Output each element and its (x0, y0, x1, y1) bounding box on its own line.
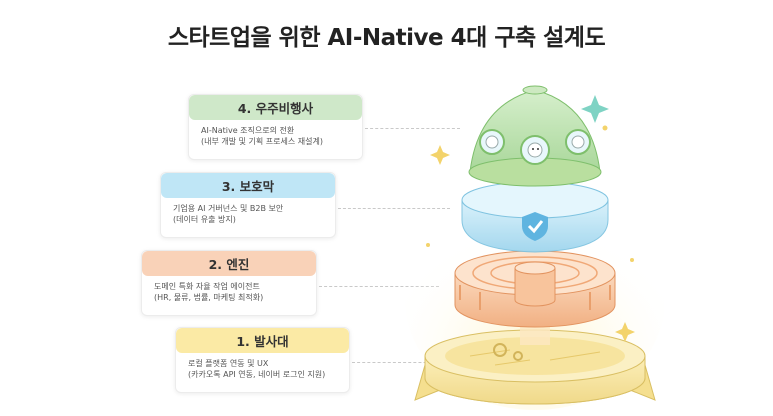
description-line: (카카오톡 API 연동, 네이버 로그인 지원) (188, 370, 326, 379)
description-line: 도메인 특화 자율 작업 에이전트 (154, 282, 260, 291)
gear-icon (513, 351, 523, 361)
shield-check-icon (522, 212, 548, 241)
layer-card-description: 도메인 특화 자율 작업 에이전트 (HR, 물류, 법률, 마케팅 최적화) (154, 281, 310, 303)
connector-line (338, 208, 450, 209)
description-line: 로컬 플랫폼 연동 및 UX (188, 359, 269, 368)
description-line: (내부 개발 및 기획 프로세스 재설계) (201, 137, 323, 146)
gear-icon (493, 343, 507, 357)
launchpad-icon (414, 329, 656, 405)
connector-line (365, 128, 460, 129)
description-line: (HR, 물류, 법률, 마케팅 최적화) (154, 293, 264, 302)
layer-card-launchpad: 1. 발사대 로컬 플랫폼 연동 및 UX (카카오톡 API 연동, 네이버 … (175, 327, 350, 393)
description-line: (데이터 유출 방지) (173, 215, 236, 224)
rocket-capsule-icon (468, 85, 602, 187)
sparkle-icon (630, 258, 634, 262)
layer-card-engine: 2. 엔진 도메인 특화 자율 작업 에이전트 (HR, 물류, 법률, 마케팅… (141, 250, 317, 316)
layer-card-shield: 3. 보호막 기업용 AI 거버넌스 및 B2B 보안 (데이터 유출 방지) (160, 172, 336, 238)
layer-card-astronaut: 4. 우주비행사 AI-Native 조직으로의 전환 (내부 개발 및 기획 … (188, 94, 363, 160)
shield-icon (461, 181, 609, 253)
rocket-illustration (405, 85, 665, 410)
connector-line (319, 286, 439, 287)
description-line: AI-Native 조직으로의 전환 (201, 126, 295, 135)
sparkle-icon (426, 243, 430, 247)
description-line: 기업용 AI 거버넌스 및 B2B 보안 (173, 204, 284, 213)
layer-card-description: 로컬 플랫폼 연동 및 UX (카카오톡 API 연동, 네이버 로그인 지원) (188, 358, 343, 380)
sparkle-icon (615, 322, 635, 342)
engine-icon (454, 250, 616, 328)
layer-card-heading: 4. 우주비행사 (189, 95, 362, 120)
sparkle-icon (430, 145, 450, 165)
sparkle-icon (581, 95, 609, 123)
layer-card-description: 기업용 AI 거버넌스 및 B2B 보안 (데이터 유출 방지) (173, 203, 329, 225)
page-title: 스타트업을 위한 AI-Native 4대 구축 설계도 (167, 25, 606, 51)
layer-card-heading: 3. 보호막 (161, 173, 335, 198)
layer-card-heading: 2. 엔진 (142, 251, 316, 276)
layer-card-heading: 1. 발사대 (176, 328, 349, 353)
layer-card-description: AI-Native 조직으로의 전환 (내부 개발 및 기획 프로세스 재설계) (201, 125, 356, 147)
sparkle-icon (602, 125, 608, 131)
connector-line (352, 362, 447, 363)
